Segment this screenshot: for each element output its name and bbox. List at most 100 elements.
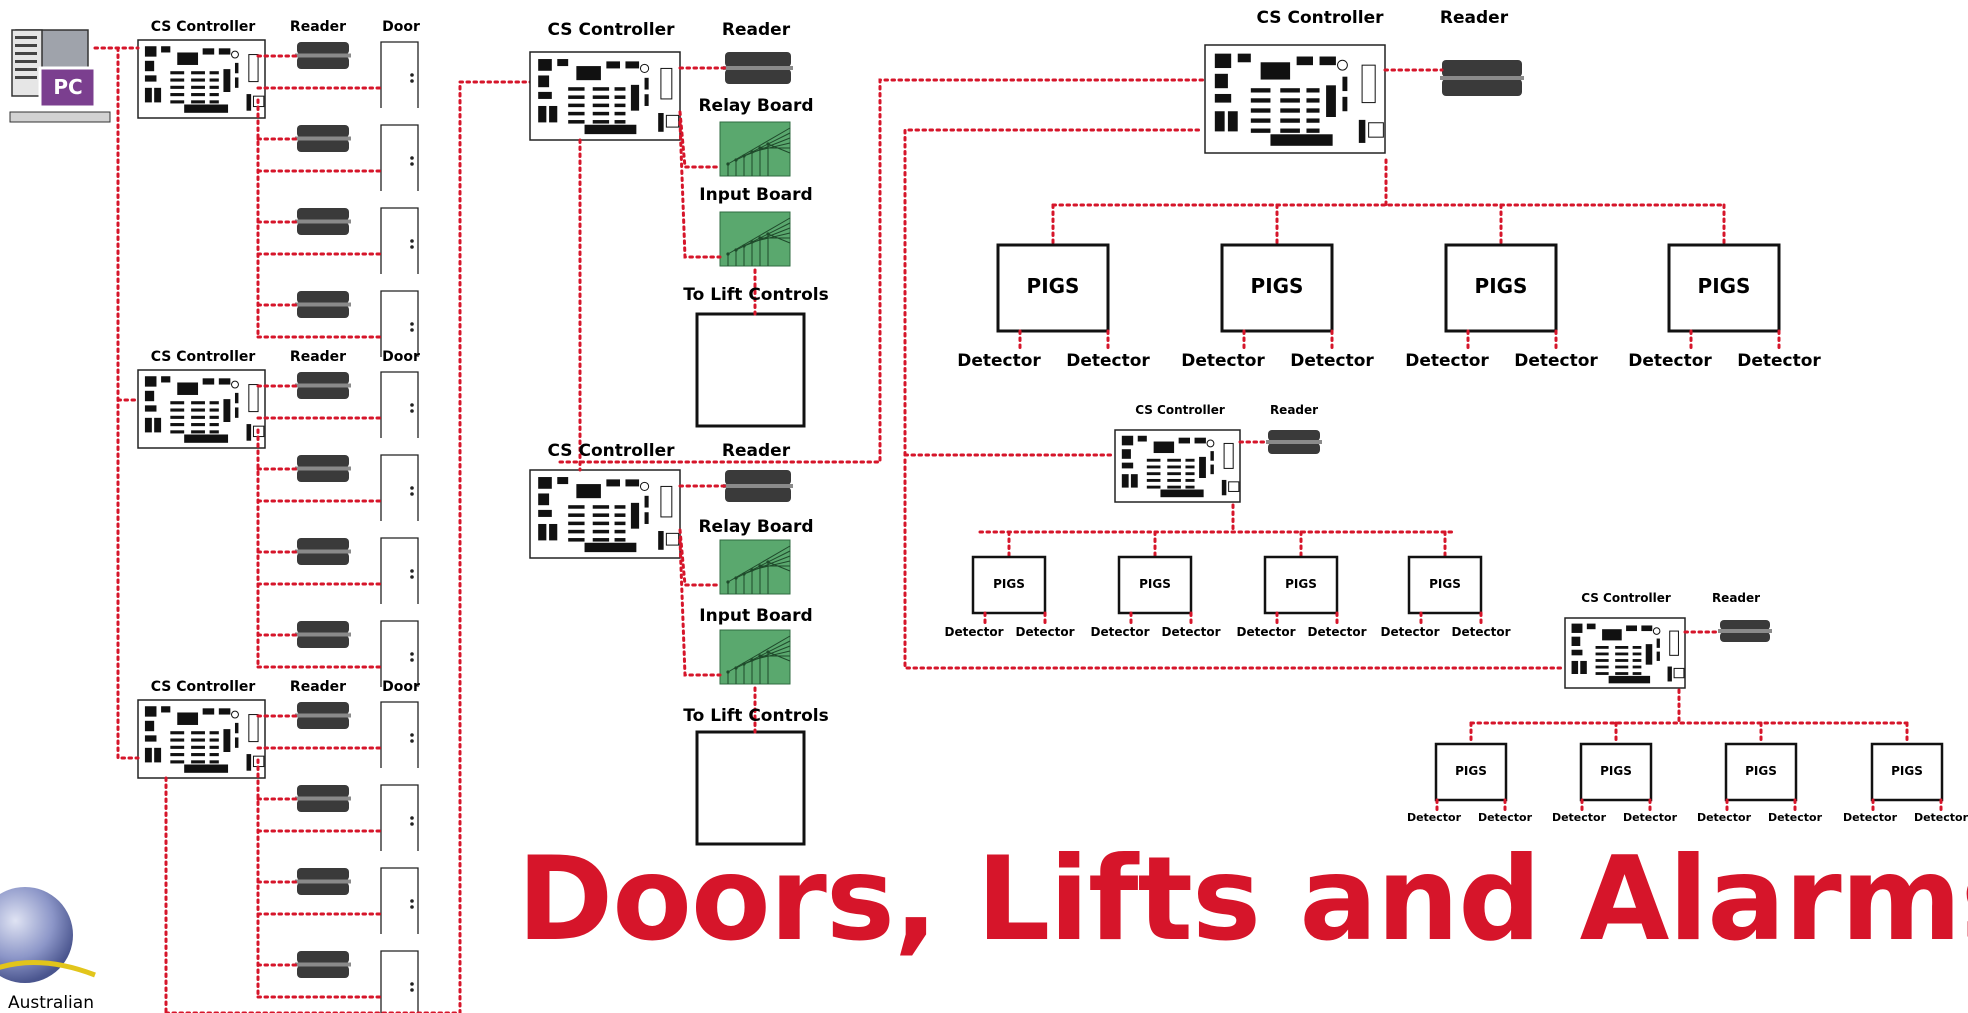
reader-device	[297, 716, 349, 729]
board-part	[644, 77, 649, 90]
board-part	[191, 408, 205, 412]
reader-label: Reader	[721, 20, 791, 40]
pc-bay	[15, 36, 37, 39]
board-part	[644, 495, 649, 508]
board-part	[1580, 660, 1587, 674]
detector-label: Detector	[1628, 351, 1712, 371]
detector-label: Detector	[1406, 811, 1462, 824]
reader-label: Reader	[1711, 591, 1761, 605]
door-handle	[410, 899, 414, 903]
board-pad	[726, 162, 730, 166]
organisation-logo	[0, 887, 96, 983]
board-part	[191, 753, 205, 757]
board-pad	[742, 662, 746, 666]
to-lift-controls-label: To Lift Controls	[683, 285, 829, 305]
board-part	[170, 415, 185, 419]
connection-line	[678, 528, 722, 587]
board-part	[144, 75, 157, 82]
board-part	[144, 390, 155, 402]
board-part	[234, 77, 239, 88]
board-part	[1595, 646, 1609, 649]
reader-label: Reader	[1269, 403, 1319, 417]
board-part	[538, 75, 550, 88]
board-part	[144, 376, 157, 387]
cs-controller-label: CS Controller	[547, 441, 675, 461]
board-part	[1632, 646, 1642, 649]
board-part	[234, 62, 239, 74]
board-part	[1656, 638, 1660, 648]
board-part	[170, 753, 185, 757]
board-part	[202, 378, 215, 385]
pigs-label: PIGS	[1026, 274, 1080, 298]
board-part	[218, 708, 231, 715]
reader-device	[1720, 632, 1770, 642]
board-part	[1250, 128, 1271, 133]
board-part	[209, 760, 219, 764]
board-part	[1223, 442, 1234, 469]
board-part	[177, 52, 199, 65]
board-part	[1206, 439, 1215, 448]
circuit-board	[719, 211, 791, 267]
board-part	[568, 538, 585, 542]
board-part	[234, 407, 239, 418]
board-part	[1185, 472, 1195, 476]
board-part	[1306, 118, 1320, 123]
board-part	[1342, 76, 1348, 92]
board-part	[1306, 88, 1320, 93]
board-part	[614, 521, 626, 526]
door-handle	[410, 409, 414, 413]
door-handle	[410, 569, 414, 573]
pigs-box	[1263, 555, 1339, 615]
board-part	[191, 85, 205, 89]
board-part	[614, 95, 626, 99]
reader-device	[297, 125, 349, 138]
pc-bay	[15, 68, 37, 71]
cs-controller-label: CS Controller	[1135, 403, 1225, 417]
board-part	[1121, 474, 1129, 488]
reader-label: Reader	[289, 679, 347, 695]
board-pad	[734, 576, 738, 580]
connection-line	[678, 538, 722, 677]
pigs-box	[1117, 555, 1193, 615]
board-part	[630, 84, 640, 111]
board-part	[223, 69, 231, 92]
board-part	[1615, 646, 1629, 649]
board-part	[1135, 449, 1145, 459]
reader-device	[297, 455, 349, 468]
door	[380, 371, 419, 438]
board-part	[1199, 456, 1206, 478]
reader-device	[297, 552, 349, 565]
reader-slot	[295, 219, 351, 224]
door-handle	[410, 328, 414, 332]
board-part	[1237, 53, 1251, 63]
board-part	[644, 512, 649, 524]
board-part	[1146, 478, 1161, 482]
reader-slot	[295, 466, 351, 471]
board-pad	[750, 568, 754, 572]
board-pad	[758, 564, 762, 568]
connection-line	[558, 78, 1212, 464]
board-part	[660, 485, 673, 518]
pc-bay	[15, 76, 37, 79]
board-part	[1146, 472, 1161, 476]
reader-slot	[295, 302, 351, 307]
detector-label: Detector	[944, 625, 1004, 639]
board-pad	[734, 158, 738, 162]
lift-controls-box	[695, 312, 806, 428]
board-part	[1130, 474, 1138, 488]
board-part	[1632, 652, 1642, 656]
board-part	[191, 760, 205, 764]
board-pad	[742, 572, 746, 576]
detector-label: Detector	[1405, 351, 1489, 371]
reader-device	[1268, 430, 1320, 441]
board-part	[231, 380, 239, 389]
board-part	[234, 737, 239, 748]
board-part	[549, 523, 558, 541]
board-part	[1250, 118, 1271, 123]
board-part	[568, 521, 585, 526]
board-part	[209, 415, 219, 419]
board-part	[144, 706, 157, 717]
board-part	[209, 745, 219, 749]
board-part	[154, 747, 162, 763]
board-part	[1121, 449, 1131, 459]
